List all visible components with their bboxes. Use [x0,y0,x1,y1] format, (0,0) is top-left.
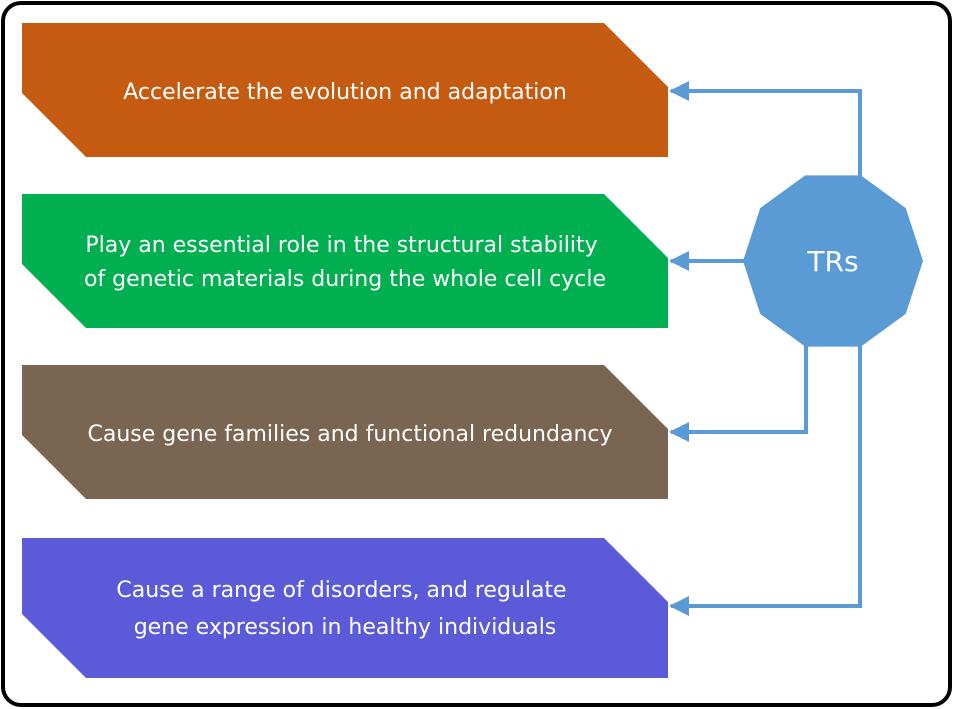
function-box-4-line-1: Cause a range of disorders, and regulate [116,578,566,603]
function-box-2-label: Play an essential role in the structural… [84,233,606,292]
function-box-2: Play an essential role in the structural… [22,194,668,328]
function-box-2-line-2: of genetic materials during the whole ce… [84,267,606,292]
function-box-4-line-2: gene expression in healthy individuals [134,615,557,640]
trs-hub: TRs [743,175,923,347]
connector-to-box-4 [669,340,862,616]
function-box-1-shape [22,23,668,157]
function-box-1-line-1: Accelerate the evolution and adaptation [123,80,567,105]
connector-to-box-3 [669,340,808,442]
function-box-3: Cause gene families and functional redun… [22,365,668,499]
function-box-3-line-1: Cause gene families and functional redun… [87,422,612,447]
function-box-3-label: Cause gene families and functional redun… [87,422,612,447]
trs-hub-label: TRs [806,245,858,278]
function-box-4: Cause a range of disorders, and regulate… [22,538,668,678]
function-box-2-line-1: Play an essential role in the structural… [85,233,597,258]
function-box-1: Accelerate the evolution and adaptation [22,23,668,157]
function-box-3-shape [22,365,668,499]
function-box-2-shape [22,194,668,328]
trs-hub-shape [743,175,923,347]
function-box-1-label: Accelerate the evolution and adaptation [123,80,567,105]
function-box-4-label: Cause a range of disorders, and regulate… [116,578,573,640]
function-box-4-shape [22,538,668,678]
connector-to-box-1 [669,81,862,185]
